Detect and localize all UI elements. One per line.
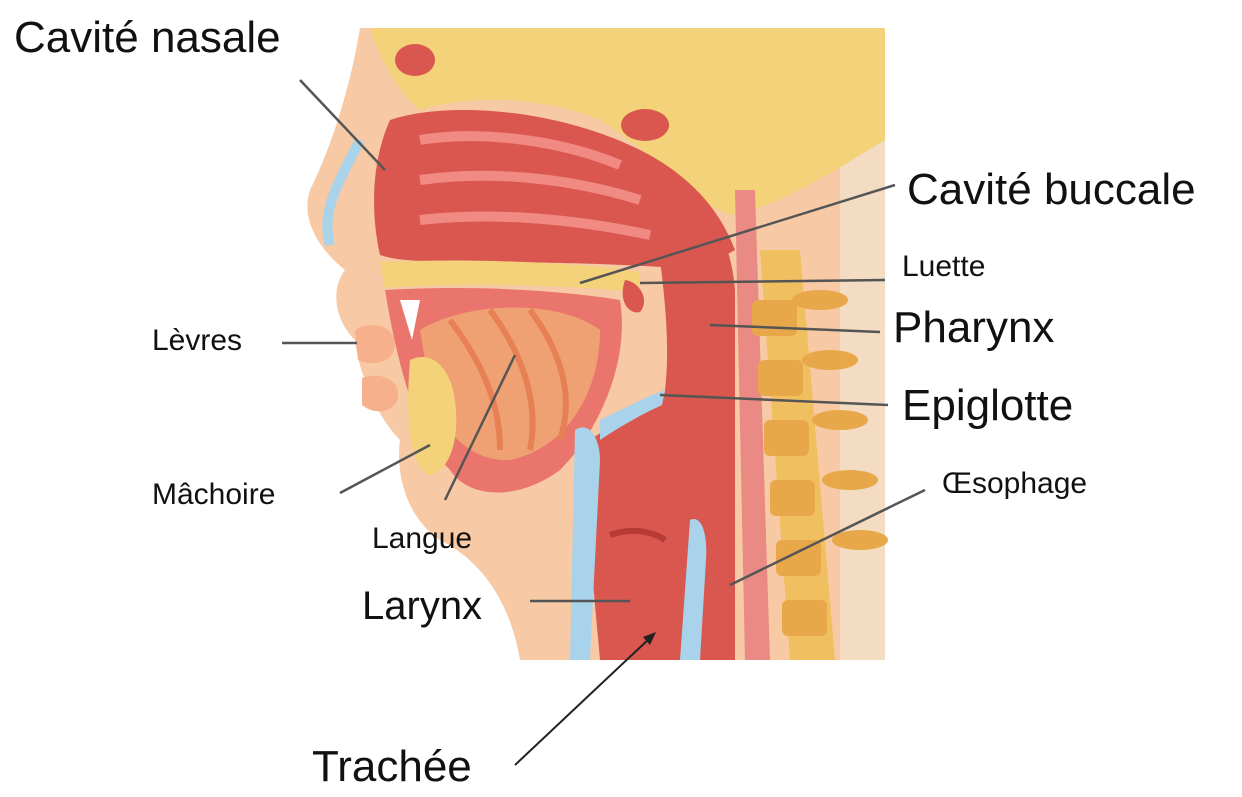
label-cavite-nasale: Cavité nasale xyxy=(14,16,281,60)
label-epiglotte: Epiglotte xyxy=(902,384,1073,428)
label-trachee: Trachée xyxy=(312,745,472,789)
label-machoire: Mâchoire xyxy=(152,480,275,510)
label-luette: Luette xyxy=(902,252,985,282)
label-levres: Lèvres xyxy=(152,326,242,356)
label-langue: Langue xyxy=(372,524,472,554)
label-pharynx: Pharynx xyxy=(893,306,1054,350)
label-oesophage: Œsophage xyxy=(942,469,1087,499)
label-larynx: Larynx xyxy=(362,586,482,626)
label-cavite-buccale: Cavité buccale xyxy=(907,168,1196,212)
